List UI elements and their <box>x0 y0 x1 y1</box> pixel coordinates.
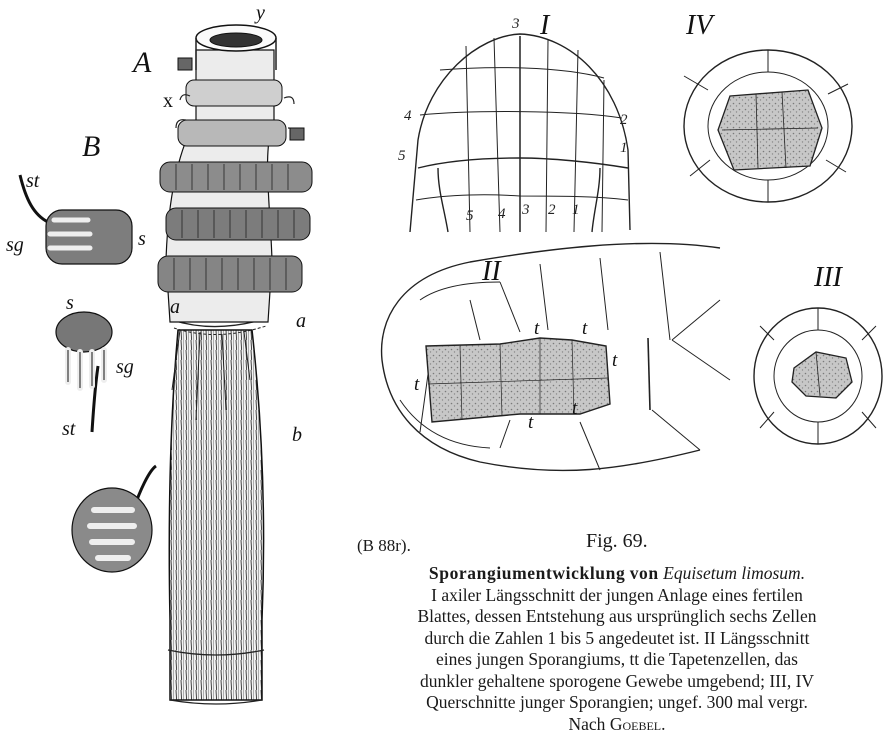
label-st-mid: st <box>62 418 75 441</box>
label-a-right: a <box>296 310 306 333</box>
caption-title: Sporangiumentwicklung <box>429 563 625 583</box>
diagram-I-longitudinal-section <box>410 34 630 232</box>
label-x: x <box>163 90 173 113</box>
caption-line: durch die Zahlen 1 bis 5 angedeutet ist.… <box>343 628 891 650</box>
caption-line: eines jungen Sporangiums, tt die Tapeten… <box>343 649 891 671</box>
caption-author-prefix: Nach <box>569 714 606 734</box>
diagram-I-bottom-number: 5 <box>466 208 474 225</box>
diagram-I-number-1: 1 <box>620 140 628 157</box>
figure-source-code: (B 88r). <box>357 536 411 556</box>
label-s-top: s <box>138 228 146 251</box>
label-y: y <box>256 2 265 25</box>
diagram-I-number-5: 5 <box>398 148 406 165</box>
label-tapetum: t <box>534 318 539 340</box>
diagram-II-longitudinal-section <box>382 243 730 470</box>
diagram-I-number-2: 2 <box>620 112 628 129</box>
label-diagram-I: I <box>540 10 549 42</box>
label-a-left: a <box>170 296 180 319</box>
label-s-mid: s <box>66 292 74 315</box>
label-tapetum: t <box>612 350 617 372</box>
diagram-I-number-3: 3 <box>512 16 520 33</box>
diagram-I-bottom-number: 2 <box>548 202 556 219</box>
sporangiophore-drawings-B <box>20 175 156 572</box>
label-diagram-II: II <box>482 256 501 288</box>
label-tapetum: t <box>572 398 577 420</box>
diagram-III-cross-section <box>754 308 882 444</box>
label-diagram-IV: IV <box>686 10 712 42</box>
caption-line: dunkler gehaltene sporogene Gewebe umgeb… <box>343 671 891 693</box>
caption-line: Querschnitte junger Sporangien; ungef. 3… <box>343 692 891 714</box>
caption-author-line: Nach Goebel. <box>343 714 891 736</box>
figure-number: Fig. 69. <box>586 530 648 553</box>
diagram-I-bottom-number: 3 <box>522 202 530 219</box>
strobilus-drawing-A <box>158 25 312 704</box>
label-tapetum: t <box>414 374 419 396</box>
label-figure-B: B <box>82 130 100 164</box>
caption-title-conj: von <box>630 563 659 583</box>
caption-line: I axiler Längsschnitt der jungen Anlage … <box>343 585 891 607</box>
diagram-IV-cross-section <box>684 50 852 202</box>
caption-title-line: Sporangiumentwicklung von Equisetum limo… <box>343 563 891 585</box>
diagram-I-number-4: 4 <box>404 108 412 125</box>
label-diagram-III: III <box>814 262 842 294</box>
caption-line: Blattes, dessen Entstehung aus ursprüngl… <box>343 606 891 628</box>
label-tapetum: t <box>528 412 533 434</box>
diagram-I-bottom-number: 1 <box>572 202 580 219</box>
label-st-top: st <box>26 170 39 193</box>
label-figure-A: A <box>133 46 151 80</box>
diagram-I-bottom-number: 4 <box>498 206 506 223</box>
label-tapetum: t <box>582 318 587 340</box>
caption-species: Equisetum limosum. <box>663 563 805 583</box>
figure-caption: Sporangiumentwicklung von Equisetum limo… <box>343 563 891 735</box>
label-sg-top: sg <box>6 234 24 257</box>
caption-author: Goebel. <box>610 714 666 734</box>
label-sg-mid: sg <box>116 356 134 379</box>
label-b: b <box>292 424 302 447</box>
